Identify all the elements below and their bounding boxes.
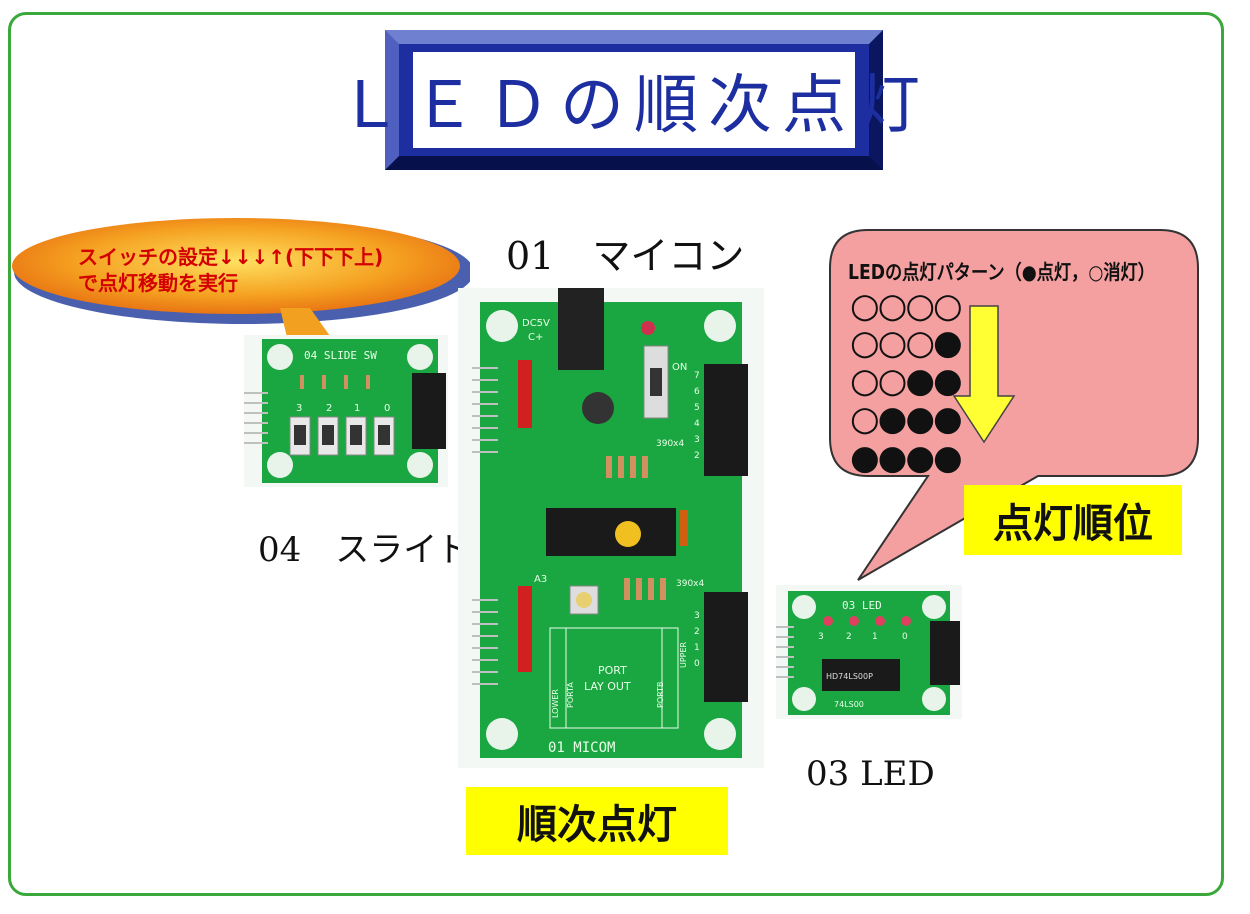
sw-num-1: 1 xyxy=(354,403,360,414)
micom-silk-dc: DC5V xyxy=(522,318,550,329)
left-speech-bubble xyxy=(12,218,470,350)
sequential-lighting-badge: 順次点灯 xyxy=(466,787,728,855)
led-board-silk-bottom: 74LS00 xyxy=(834,700,864,709)
micom-silk-on: ON xyxy=(672,362,687,373)
led-num-1: 1 xyxy=(872,632,878,642)
micom-pin-3: 3 xyxy=(694,435,700,445)
micom-caption: 01 マイコン xyxy=(506,234,745,278)
led-board-silk-name: 03 LED xyxy=(842,599,882,612)
micom-silk-porta: PORTA xyxy=(566,682,575,708)
sw-num-0: 0 xyxy=(384,403,390,414)
micom-pin-b1: 1 xyxy=(694,643,700,653)
led-board-chip: HD74LS00P xyxy=(826,672,873,681)
micom-pin-4: 4 xyxy=(694,419,700,429)
micom-pin-7: 7 xyxy=(694,371,700,381)
micom-pin-b2: 2 xyxy=(694,627,700,637)
led-pattern-row-2: ○○○● xyxy=(850,323,963,363)
micom-pin-b3: 3 xyxy=(694,611,700,621)
micom-pin-6: 6 xyxy=(694,387,700,397)
title-banner-inner: ＬＥＤの順次点灯 xyxy=(338,52,920,148)
led-board: 03 LED 3 2 1 0 HD74LS00P 74LS00 xyxy=(776,585,962,719)
left-callout-line2: で点灯移動を実行 xyxy=(78,271,238,295)
micom-silk-res1: 390x4 xyxy=(656,439,685,449)
led-pattern-row-1: ○○○○ xyxy=(850,286,963,326)
right-speech-bubble xyxy=(829,229,1199,581)
sw-num-2: 2 xyxy=(326,403,332,414)
micom-silk-a3: A3 xyxy=(534,574,547,585)
slide-switch-board: 04 SLIDE SW 3 2 1 0 xyxy=(244,335,448,487)
micom-silk-res2: 390x4 xyxy=(676,579,705,589)
micom-board: DC5V C+ ON 390x4 390x4 A3 PORT LAY OUT 0… xyxy=(458,288,764,768)
led-pattern-row-4: ○●●● xyxy=(850,399,963,439)
micom-silk-name: 01 MICOM xyxy=(548,740,615,756)
led-num-2: 2 xyxy=(846,632,852,642)
micom-pin-b0: 0 xyxy=(694,659,700,669)
led-num-3: 3 xyxy=(818,632,824,642)
micom-pin-5: 5 xyxy=(694,403,700,413)
led-num-0: 0 xyxy=(902,632,908,642)
slide-sw-silk-name: 04 SLIDE SW xyxy=(304,349,377,362)
left-callout-line1: スイッチの設定↓↓↓↑(下下下上) xyxy=(78,245,384,269)
title-banner: ＬＥＤの順次点灯 xyxy=(338,30,920,170)
led-pattern-row-5: ●●●● xyxy=(850,438,963,478)
micom-silk-port: PORT xyxy=(598,664,627,677)
micom-silk-lower: LOWER xyxy=(551,689,560,718)
micom-pin-2: 2 xyxy=(694,451,700,461)
sw-num-3: 3 xyxy=(296,403,302,414)
led-pattern-heading: LEDの点灯パターン（●点灯，○消灯） xyxy=(848,260,1155,284)
micom-silk-portb: PORTB xyxy=(656,682,665,708)
lighting-order-badge: 点灯順位 xyxy=(964,485,1182,555)
micom-silk-cplus: C+ xyxy=(528,332,543,343)
led-caption: 03 LED xyxy=(806,754,935,794)
micom-silk-layout: LAY OUT xyxy=(584,680,631,693)
micom-silk-upper: UPPER xyxy=(679,641,688,668)
page-title: ＬＥＤの順次点灯 xyxy=(338,69,930,143)
led-pattern-row-3: ○○●● xyxy=(850,361,963,401)
